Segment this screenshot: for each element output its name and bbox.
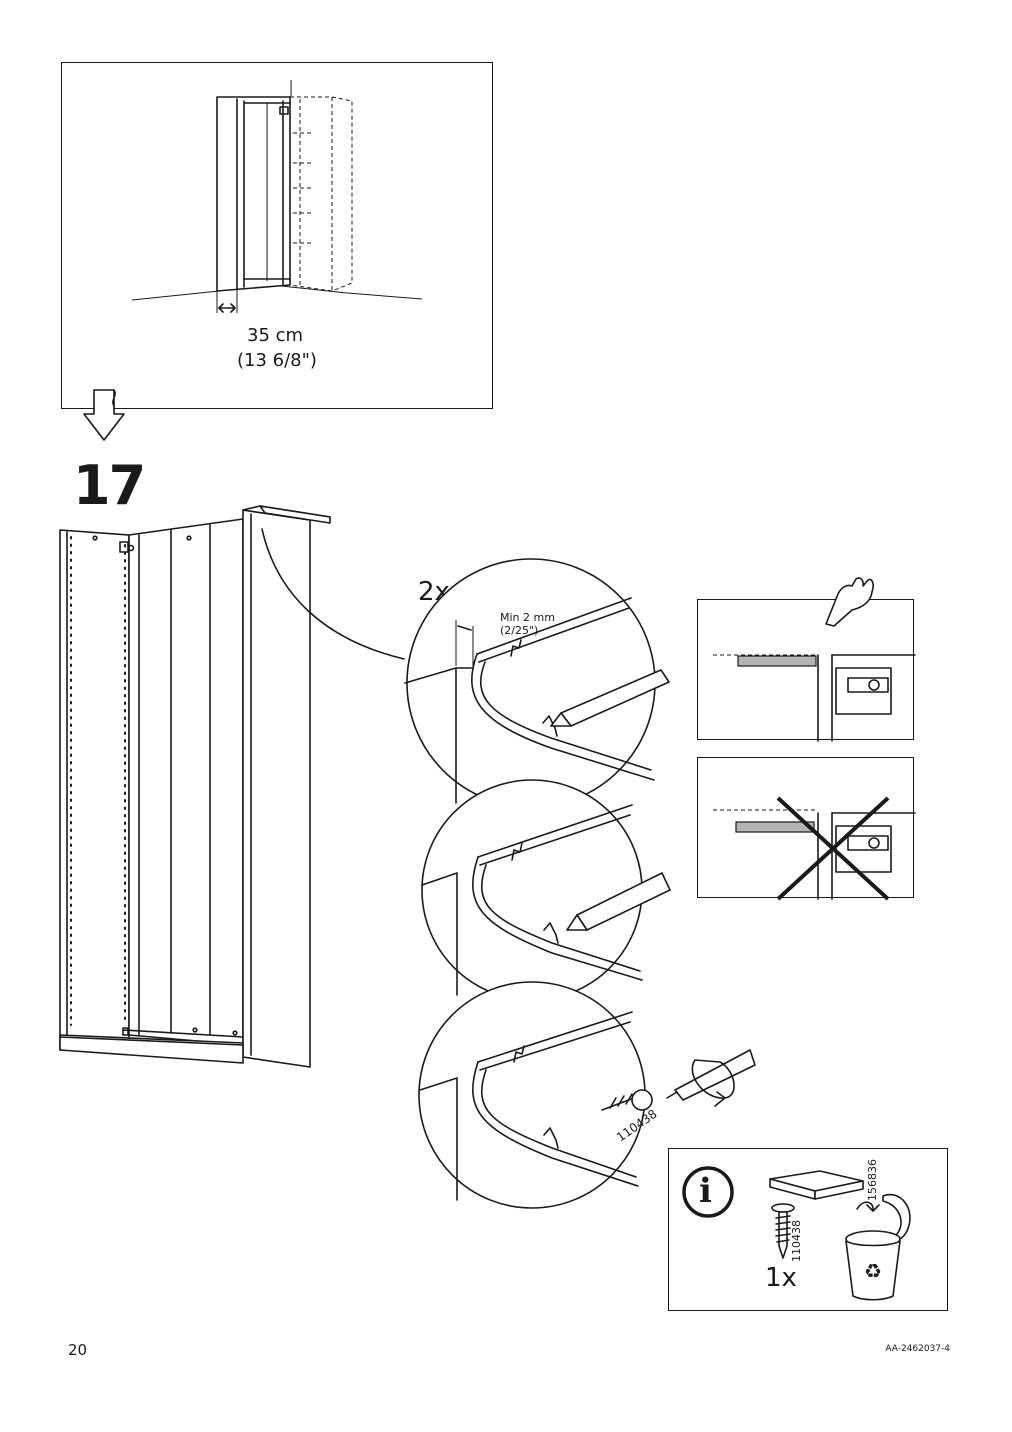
adhesive-pad-icon	[769, 1170, 864, 1200]
info-box: i 156836 110438 1x ♻	[668, 1148, 948, 1311]
info-screw-code-label: 110438	[790, 1220, 803, 1262]
step-number: 17	[73, 454, 146, 517]
svg-text:♻: ♻	[864, 1259, 882, 1283]
pointing-hand-icon	[825, 577, 874, 627]
correct-example-panel	[697, 577, 916, 742]
wardrobe-frame-illustration	[59, 505, 405, 1068]
incorrect-example-panel	[697, 757, 916, 901]
screw-quantity-label: 1x	[765, 1263, 797, 1293]
detail-mark-position	[404, 558, 670, 808]
min-gap-imperial-label: (2/25")	[500, 624, 539, 637]
screw-icon	[771, 1203, 795, 1259]
screwdriver-icon	[666, 1049, 756, 1107]
wardrobe-frame-corner-illustration	[131, 80, 423, 313]
page-number: 20	[68, 1341, 88, 1359]
info-symbol: i	[699, 1171, 712, 1211]
detail-screw-position	[418, 981, 653, 1209]
measure-imperial-label: (13 6/8")	[237, 350, 317, 371]
top-illustration-panel: 35 cm (13 6/8")	[61, 62, 493, 409]
info-icon	[682, 1166, 734, 1218]
measure-metric-label: 35 cm	[247, 325, 304, 346]
down-arrow-icon	[83, 389, 125, 441]
document-code: AA-2462037-4	[885, 1344, 950, 1354]
recycling-bin-icon: ♻	[845, 1193, 911, 1301]
min-gap-metric-label: Min 2 mm	[500, 611, 555, 624]
